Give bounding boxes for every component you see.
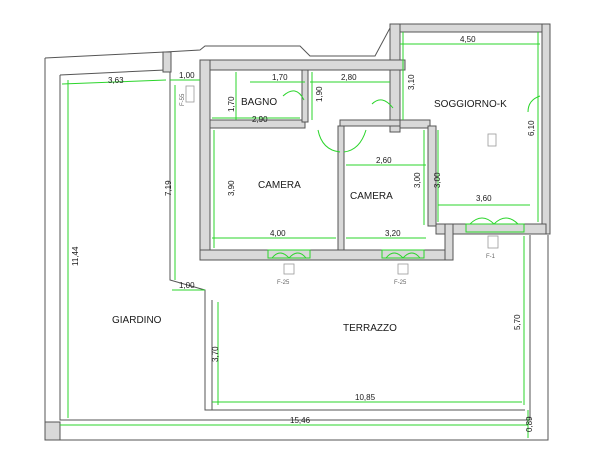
wall-corner-sw — [44, 421, 61, 441]
dim-390: 3,90 — [227, 180, 236, 196]
wall-camera2-east — [427, 125, 437, 227]
symbol-f1 — [487, 235, 499, 249]
wall-west — [199, 59, 211, 261]
dim-1546: 15,46 — [290, 416, 311, 425]
room-label-giardino: GIARDINO — [112, 315, 162, 326]
dim-100-top: 1,00 — [179, 71, 195, 80]
dim-310: 3,10 — [407, 74, 416, 90]
wall-north-bagno — [209, 59, 406, 71]
dim-1144: 11,44 — [71, 246, 80, 266]
dim-719: 7,19 — [164, 180, 173, 196]
dim-363: 3,63 — [108, 76, 124, 85]
door-camera1 — [317, 129, 341, 153]
dim-280: 2,80 — [341, 73, 357, 82]
wall-soggiorno-right — [541, 23, 551, 235]
window-symbols — [185, 85, 499, 275]
room-label-camera-1: CAMERA — [258, 180, 301, 191]
dim-400: 4,00 — [270, 229, 286, 238]
dim-170-vert: 1,70 — [227, 96, 236, 112]
tag-f25-b: F-25 — [394, 280, 407, 286]
tag-f1: F-1 — [486, 254, 496, 260]
door-soggiorno — [371, 99, 394, 109]
wall-camera-divider — [337, 125, 345, 259]
dim-320: 3,20 — [385, 229, 401, 238]
door-bagno — [282, 90, 305, 101]
tag-f25-a: F-25 — [277, 280, 290, 286]
wall-bagno-south — [209, 119, 306, 129]
dim-610: 6,10 — [527, 120, 536, 136]
wall-mid — [339, 119, 401, 127]
dim-570: 5,70 — [513, 314, 522, 330]
wall-mid-right — [399, 119, 431, 129]
dim-089: 0,89 — [525, 416, 534, 432]
room-label-bagno: BAGNO — [241, 97, 277, 108]
windows — [267, 217, 525, 259]
doors — [282, 90, 541, 153]
dim-450: 4,50 — [460, 35, 476, 44]
window-tags: F-25 F-25 F-1 F-55 — [180, 93, 496, 286]
dim-260: 2,60 — [376, 156, 392, 165]
door-soggiorno-side — [527, 95, 541, 113]
walls — [44, 23, 551, 441]
dimension-lines — [60, 32, 540, 438]
symbol-f25-a — [283, 263, 295, 275]
room-label-terrazzo: TERRAZZO — [343, 323, 397, 334]
dim-360: 3,60 — [476, 194, 492, 203]
dimension-labels: 3,63 1,00 1,70 2,80 4,50 3,10 1,70 1,90 … — [71, 35, 536, 432]
dim-170-top: 1,70 — [272, 73, 288, 82]
dim-1085: 10,85 — [355, 393, 376, 402]
door-camera2 — [343, 129, 367, 153]
symbol-soggiorno — [487, 133, 497, 147]
wall-step — [444, 223, 454, 261]
wall-bagno-east — [301, 69, 309, 123]
wall-garden-post — [162, 51, 172, 73]
window-soggiorno — [465, 223, 525, 233]
tag-f55: F-55 — [180, 93, 186, 106]
wall-top-right — [389, 23, 551, 33]
dim-290: 2,90 — [252, 115, 268, 124]
dim-370: 3,70 — [211, 346, 220, 362]
dim-100-lower: 1,00 — [179, 281, 195, 290]
symbol-f25-b — [397, 263, 409, 275]
room-labels: BAGNO SOGGIORNO-K CAMERA CAMERA GIARDINO… — [112, 97, 507, 334]
dim-300-a: 3,00 — [413, 172, 422, 188]
wall-soggiorno-left — [389, 23, 401, 133]
room-label-soggiorno: SOGGIORNO-K — [434, 99, 507, 110]
dim-190: 1,90 — [315, 86, 324, 102]
room-label-camera-2: CAMERA — [350, 191, 393, 202]
dim-300-b: 3,00 — [433, 172, 442, 188]
symbol-f55 — [185, 85, 195, 103]
